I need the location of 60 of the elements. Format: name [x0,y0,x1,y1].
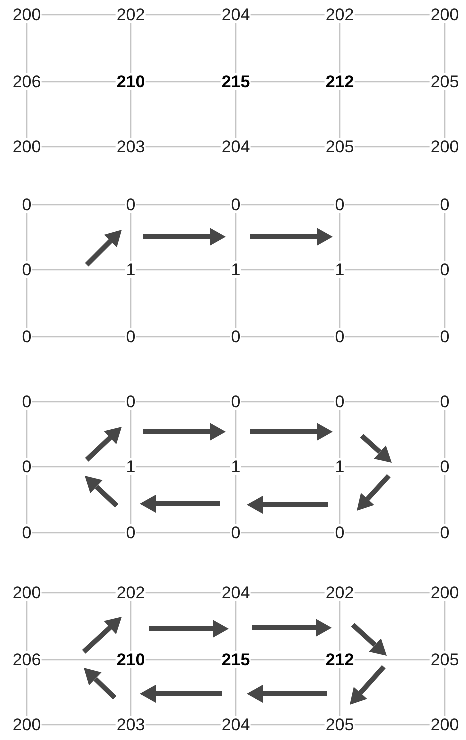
grid-value: 1 [125,458,137,476]
grid-value: 0 [21,458,33,476]
grid-value: 202 [116,584,146,602]
grid-value: 0 [334,196,346,214]
grid-value: 204 [220,584,252,602]
grid-value: 1 [334,458,346,476]
grid-value: 0 [439,524,451,542]
grid-value: 1 [230,458,242,476]
grid-value: 212 [324,652,356,668]
grid-value: 0 [439,196,451,214]
grid-value: 0 [230,394,242,410]
grid-value: 1 [334,262,346,278]
grid-value: 205 [430,652,460,668]
grid-value: 203 [116,138,146,156]
grid-value: 206 [12,74,42,90]
grid-value: 205 [430,74,460,90]
grid-value: 0 [230,196,242,214]
grid-value: 0 [334,524,346,542]
grid-value: 1 [125,262,137,278]
grid-value: 0 [334,394,346,410]
grid-value: 0 [21,328,33,346]
grid-value: 0 [21,524,33,542]
grid-value: 215 [220,652,252,668]
grid-value: 206 [12,652,42,668]
grid-value: 0 [230,328,242,346]
grid-value: 215 [220,74,252,90]
grid-value: 0 [125,524,137,542]
grid-value: 0 [125,196,137,214]
grid-value: 204 [220,6,252,24]
grid-value: 202 [116,6,146,24]
grid-value: 0 [334,328,346,346]
grid-value: 1 [230,262,242,278]
grid-value: 202 [324,6,356,24]
grid-value: 200 [430,6,460,24]
grid-value: 204 [220,138,252,156]
grid-value: 0 [125,394,137,410]
grid-value: 205 [324,138,356,156]
grid-value: 0 [21,196,33,214]
grid-value: 0 [21,262,33,278]
grid-value: 0 [439,394,451,410]
grid-value: 0 [439,458,451,476]
grid-value: 200 [12,138,42,156]
grid-value: 202 [324,584,356,602]
grid-value: 0 [439,262,451,278]
grid-value: 203 [116,716,146,734]
grid-value: 200 [12,6,42,24]
grid-value: 0 [439,328,451,346]
grid-value: 0 [21,394,33,410]
grid-value: 0 [125,328,137,346]
grid-value: 204 [220,716,252,734]
grid-value: 200 [430,584,460,602]
grid-value: 0 [230,524,242,542]
grid-value: 210 [116,652,146,668]
grid-value: 210 [116,74,146,90]
grid-value: 200 [430,138,460,156]
grid-value: 205 [324,716,356,734]
grid-value: 212 [324,74,356,90]
grid-value: 200 [430,716,460,734]
grid-value: 200 [12,716,42,734]
grid-value: 200 [12,584,42,602]
